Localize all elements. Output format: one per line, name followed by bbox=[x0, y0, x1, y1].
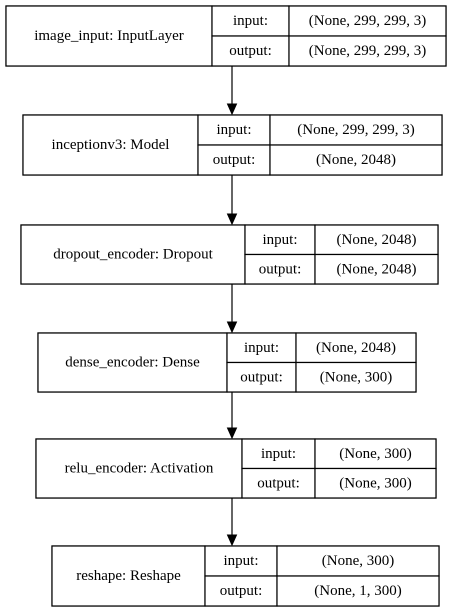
input-field-label: input: bbox=[233, 13, 268, 29]
input-field-label: input: bbox=[244, 340, 279, 356]
input-shape-cell bbox=[276, 545, 440, 577]
input-field-label: input: bbox=[262, 232, 297, 248]
input-field-label: input: bbox=[223, 553, 258, 569]
edges-layer bbox=[226, 66, 238, 547]
node-label-cell bbox=[37, 332, 228, 393]
input-shape-value: (None, 300) bbox=[322, 553, 394, 569]
layer-node-reshape: reshape: Reshape input: output: (None, 300)… bbox=[51, 545, 440, 607]
output-shape-cell bbox=[295, 361, 417, 393]
edge-relu-encoder-to-reshape bbox=[226, 498, 238, 547]
output-field-label: output: bbox=[213, 152, 256, 168]
layer-node-inceptionv3: inceptionv3: Model input: output: (None, 29… bbox=[22, 114, 443, 176]
input-shape-value: (None, 300) bbox=[339, 446, 411, 462]
input-field-cell bbox=[197, 114, 271, 146]
node-label: reshape: Reshape bbox=[76, 568, 181, 584]
input-shape-value: (None, 2048) bbox=[316, 340, 396, 356]
output-field-label: output: bbox=[259, 261, 302, 277]
node-label: inceptionv3: Model bbox=[52, 137, 170, 153]
output-shape-value: (None, 299, 299, 3) bbox=[309, 43, 426, 59]
output-shape-cell bbox=[269, 144, 443, 176]
input-shape-cell bbox=[269, 114, 443, 146]
output-shape-value: (None, 1, 300) bbox=[314, 583, 401, 599]
layer-node-dropout-encoder: dropout_encoder: Dropout input: output: (No… bbox=[20, 224, 439, 285]
arrowhead-icon bbox=[226, 213, 238, 226]
node-label-cell bbox=[20, 224, 246, 285]
layer-node-relu-encoder: relu_encoder: Activation input: output: (No… bbox=[35, 438, 437, 499]
node-label: relu_encoder: Activation bbox=[65, 461, 214, 477]
edge-inceptionv3-to-dropout-encoder bbox=[226, 175, 238, 226]
node-label: dropout_encoder: Dropout bbox=[53, 247, 213, 263]
output-field-label: output: bbox=[257, 475, 300, 491]
layer-node-image-input: image_input: InputLayer input: output: (Non… bbox=[5, 5, 447, 67]
input-shape-value: (None, 299, 299, 3) bbox=[297, 122, 414, 138]
input-shape-value: (None, 2048) bbox=[337, 232, 417, 248]
input-field-cell bbox=[211, 5, 290, 37]
input-field-label: input: bbox=[261, 446, 296, 462]
input-field-cell bbox=[226, 332, 297, 364]
input-shape-cell bbox=[295, 332, 417, 364]
output-field-cell bbox=[241, 467, 316, 499]
input-field-label: input: bbox=[216, 122, 251, 138]
nodes-layer: image_input: InputLayer input: output: (Non… bbox=[5, 5, 447, 607]
output-field-label: output: bbox=[240, 369, 283, 385]
node-label-cell bbox=[51, 545, 206, 607]
input-shape-cell bbox=[314, 224, 439, 256]
output-shape-value: (None, 2048) bbox=[337, 261, 417, 277]
output-shape-value: (None, 2048) bbox=[316, 152, 396, 168]
edge-dropout-encoder-to-dense-encoder bbox=[226, 284, 238, 334]
node-label: dense_encoder: Dense bbox=[65, 355, 200, 371]
arrowhead-icon bbox=[226, 321, 238, 334]
node-label-cell bbox=[22, 114, 199, 176]
output-field-cell bbox=[211, 35, 290, 67]
node-label: image_input: InputLayer bbox=[34, 28, 184, 44]
edge-image-input-to-inceptionv3 bbox=[226, 66, 238, 116]
output-shape-value: (None, 300) bbox=[320, 369, 392, 385]
arrowhead-icon bbox=[226, 427, 238, 440]
layer-node-dense-encoder: dense_encoder: Dense input: output: (None, … bbox=[37, 332, 417, 393]
edge-dense-encoder-to-relu-encoder bbox=[226, 392, 238, 440]
output-field-label: output: bbox=[229, 43, 272, 59]
arrowhead-icon bbox=[226, 103, 238, 116]
output-shape-cell bbox=[288, 35, 447, 67]
output-shape-cell bbox=[276, 575, 440, 607]
output-shape-cell bbox=[314, 253, 439, 285]
input-field-cell bbox=[241, 438, 316, 470]
input-shape-value: (None, 299, 299, 3) bbox=[309, 13, 426, 29]
input-field-cell bbox=[204, 545, 278, 577]
output-field-label: output: bbox=[220, 583, 263, 599]
output-shape-value: (None, 300) bbox=[339, 475, 411, 491]
output-shape-cell bbox=[314, 467, 437, 499]
arrowhead-icon bbox=[226, 534, 238, 547]
